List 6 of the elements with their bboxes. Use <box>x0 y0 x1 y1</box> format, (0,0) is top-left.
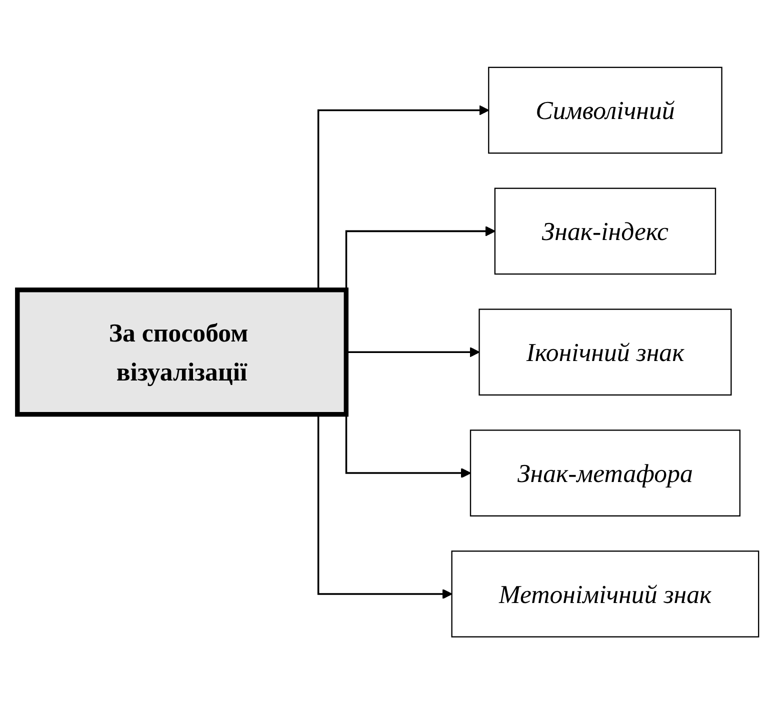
node-box: За способом візуалізації <box>15 287 348 417</box>
node-box: Символічний <box>488 66 722 154</box>
node-box: Метонімічний знак <box>451 550 760 638</box>
node-box: Знак-метафора <box>470 429 740 516</box>
node-box: Знак-індекс <box>494 188 716 274</box>
node-box: Іконічний знак <box>478 308 732 396</box>
